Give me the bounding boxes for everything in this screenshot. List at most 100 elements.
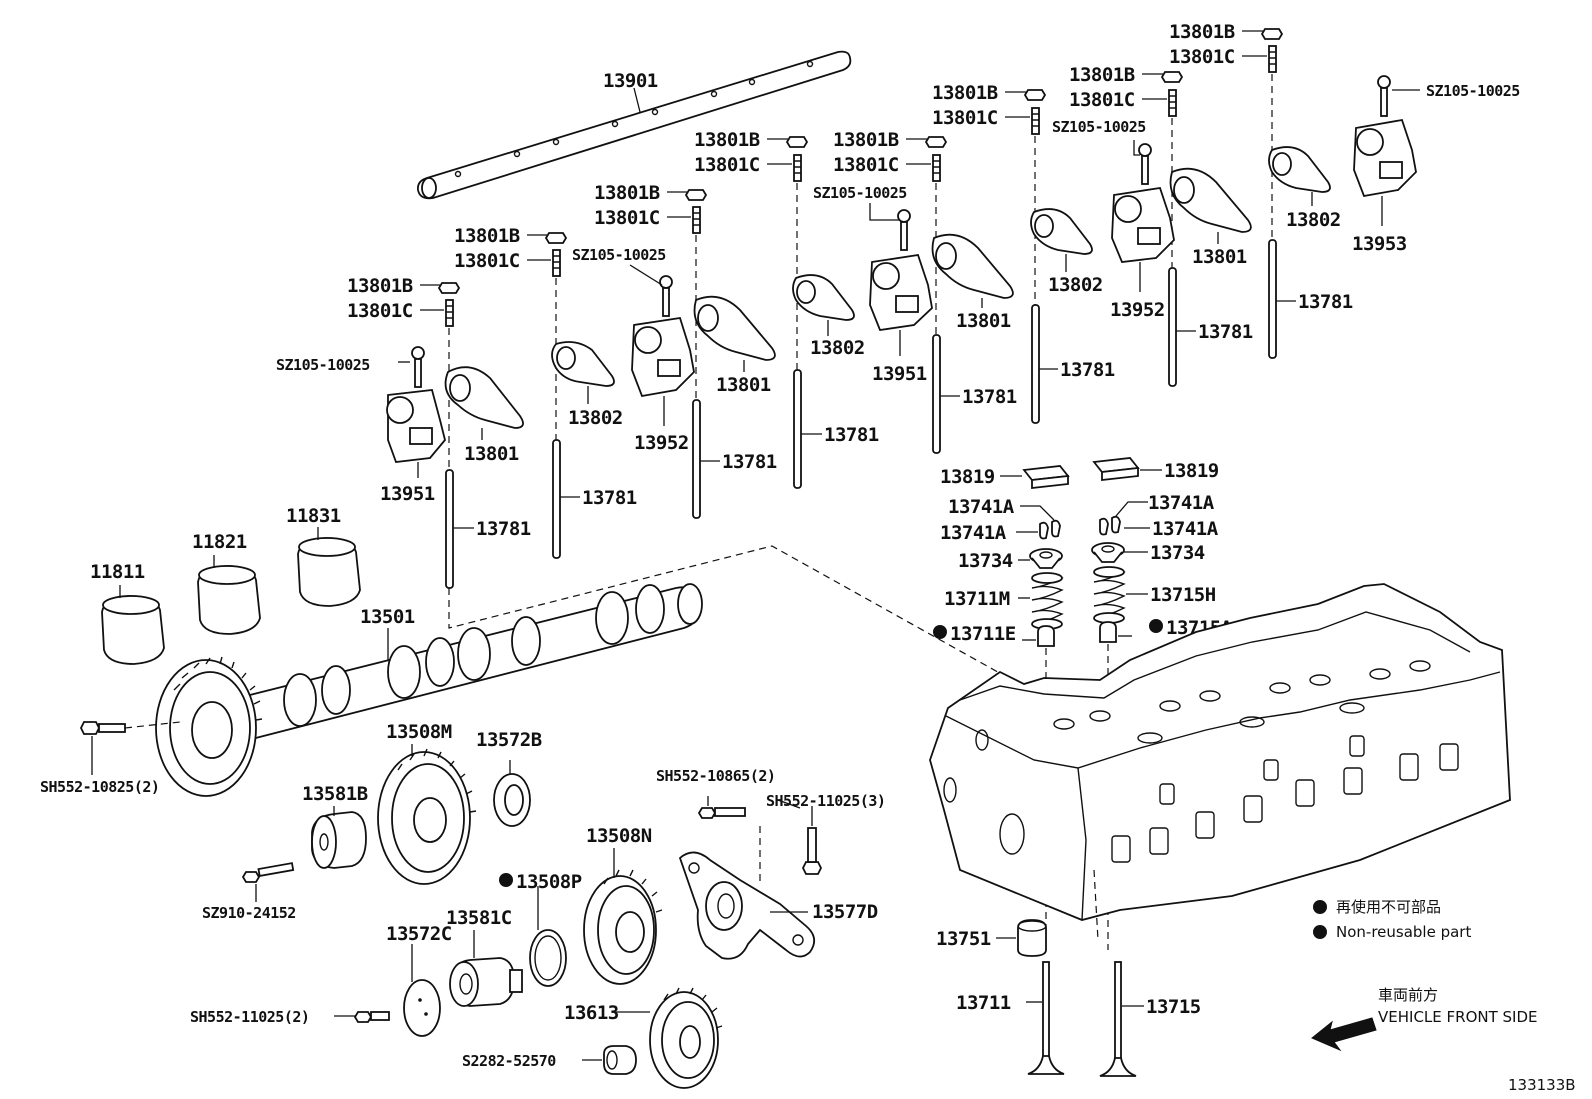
idle-gear-n	[583, 869, 663, 985]
non-reusable-dot-icon	[499, 873, 513, 887]
valve-cap-icon	[1022, 465, 1070, 490]
direction-jp: 車両前方	[1378, 986, 1438, 1004]
label-support-bolt: SZ105-10025	[1052, 118, 1146, 136]
label-spring-intake: 13711M	[944, 588, 1010, 610]
label-screw-adjust: 13801C	[347, 300, 413, 322]
gear-cam-m	[377, 748, 477, 885]
label-pump-gear: 13613	[564, 1002, 619, 1024]
valve-springs	[1031, 566, 1126, 630]
label-nut-adjust: 13801B	[454, 225, 520, 247]
label-pushrod: 13781	[1298, 291, 1353, 313]
label-nut-adjust: 13801B	[833, 129, 899, 151]
plate-bolt-icon	[353, 1011, 390, 1023]
label-screw-adjust: 13801C	[1069, 89, 1135, 111]
arrow-left-icon	[1311, 1017, 1377, 1052]
label-arm-exhaust: 13802	[568, 407, 623, 429]
label-pushrod: 13781	[722, 451, 777, 473]
bracket-bolt-1-icon	[697, 807, 746, 819]
rocker-arms	[444, 146, 1331, 429]
retainer-icon	[1029, 548, 1063, 569]
label-idle-shaft-c: 13581C	[446, 907, 512, 929]
label-keeper: 13741A	[1148, 492, 1215, 514]
label-valve-intake: 13711	[956, 992, 1011, 1014]
label-keeper: 13741A	[948, 496, 1015, 518]
label-valve-cap: 13819	[940, 466, 995, 488]
pushrods	[445, 239, 1277, 589]
label-support-1: 13951	[872, 363, 927, 385]
legend: 再使用不可部品 Non-reusable part	[1313, 898, 1471, 941]
retainers	[1029, 542, 1125, 569]
cylinder-head	[929, 583, 1511, 941]
label-gear-nut: S2282-52570	[462, 1052, 556, 1070]
label-arm-exhaust: 13802	[1286, 209, 1341, 231]
direction-en: VEHICLE FRONT SIDE	[1378, 1008, 1538, 1026]
idle-shaft-bolt-icon	[241, 862, 295, 883]
label-lifter: 13751	[936, 928, 991, 950]
label-nut-adjust: 13801B	[1169, 21, 1235, 43]
label-screw-adjust: 13801C	[833, 154, 899, 176]
idle-shaft-c	[449, 957, 523, 1007]
label-arm-intake: 13801	[716, 374, 771, 396]
cam-gear-bolt-icon	[79, 721, 126, 735]
label-support-2: 13952	[1110, 299, 1165, 321]
adjust-nut-icon	[437, 282, 461, 294]
label-support-bolt: SZ105-10025	[1426, 82, 1520, 100]
label-arm-intake: 13801	[1192, 246, 1247, 268]
label-arm-intake: 13801	[464, 443, 519, 465]
thrust-plate-c	[403, 979, 441, 1037]
label-screw-adjust: 13801C	[594, 207, 660, 229]
label-arm-exhaust: 13802	[1048, 274, 1103, 296]
cam-bearings	[101, 537, 361, 665]
label-bearing-2: 11821	[192, 531, 247, 553]
label-pushrod: 13781	[1198, 321, 1253, 343]
label-pushrod: 13781	[476, 518, 531, 540]
label-screw-adjust: 13801C	[932, 107, 998, 129]
label-thrust-plate-c: 13572C	[386, 923, 452, 945]
label-pushrod: 13781	[582, 487, 637, 509]
label-spring-exhaust: 13715H	[1150, 584, 1216, 606]
non-reusable-dot-icon	[1313, 925, 1327, 939]
pump-gear	[649, 987, 723, 1089]
label-pushrod: 13781	[824, 424, 879, 446]
lifter	[1017, 919, 1047, 957]
rocker-arm-icon	[444, 366, 524, 429]
label-screw-adjust: 13801C	[694, 154, 760, 176]
label-retainer: 13734	[958, 550, 1013, 572]
rocker-supports	[386, 118, 1417, 463]
bracket-bolt-2-icon	[801, 827, 823, 875]
bracket	[678, 851, 816, 960]
label-screw-adjust: 13801C	[1169, 46, 1235, 68]
label-bracket-bolt-2: SH552-11025(3)	[766, 792, 885, 810]
front-direction: 車両前方 VEHICLE FRONT SIDE	[1311, 986, 1538, 1052]
pushrod-icon	[445, 469, 454, 589]
label-idle-gear: 13508N	[586, 825, 652, 847]
gear-nut-icon	[603, 1045, 637, 1075]
label-keeper: 13741A	[940, 522, 1007, 544]
legend-jp: 再使用不可部品	[1336, 898, 1441, 916]
thrust-washer-b	[493, 773, 531, 827]
label-screw-adjust: 13801C	[454, 250, 520, 272]
idle-shaft-b	[311, 811, 367, 869]
label-valve-exhaust: 13715	[1146, 996, 1201, 1018]
label-support-bolt: SZ105-10025	[572, 246, 666, 264]
label-support-1: 13951	[380, 483, 435, 505]
camshaft	[155, 583, 703, 797]
label-plate-bolt: SH552-11025(2)	[190, 1008, 309, 1026]
label-bracket-bolt-1: SH552-10865(2)	[656, 767, 775, 785]
label-pushrod: 13781	[962, 386, 1017, 408]
label-valve-cap: 13819	[1164, 460, 1219, 482]
label-support-2: 13952	[634, 432, 689, 454]
label-shaft: 13901	[603, 70, 658, 92]
label-support-3: 13953	[1352, 233, 1407, 255]
rocker-shaft	[417, 50, 852, 200]
legend-en: Non-reusable part	[1336, 923, 1471, 941]
label-o-ring: 13508P	[516, 871, 582, 893]
label-nut-adjust: 13801B	[932, 82, 998, 104]
label-nut-adjust: 13801B	[1069, 64, 1135, 86]
label-thrust-washer-b: 13572B	[476, 729, 542, 751]
adjust-leaders	[420, 30, 1267, 311]
label-idle-shaft-b: 13581B	[302, 783, 368, 805]
keeper-icon	[1039, 519, 1061, 540]
label-gear-cam: 13508M	[386, 721, 452, 743]
